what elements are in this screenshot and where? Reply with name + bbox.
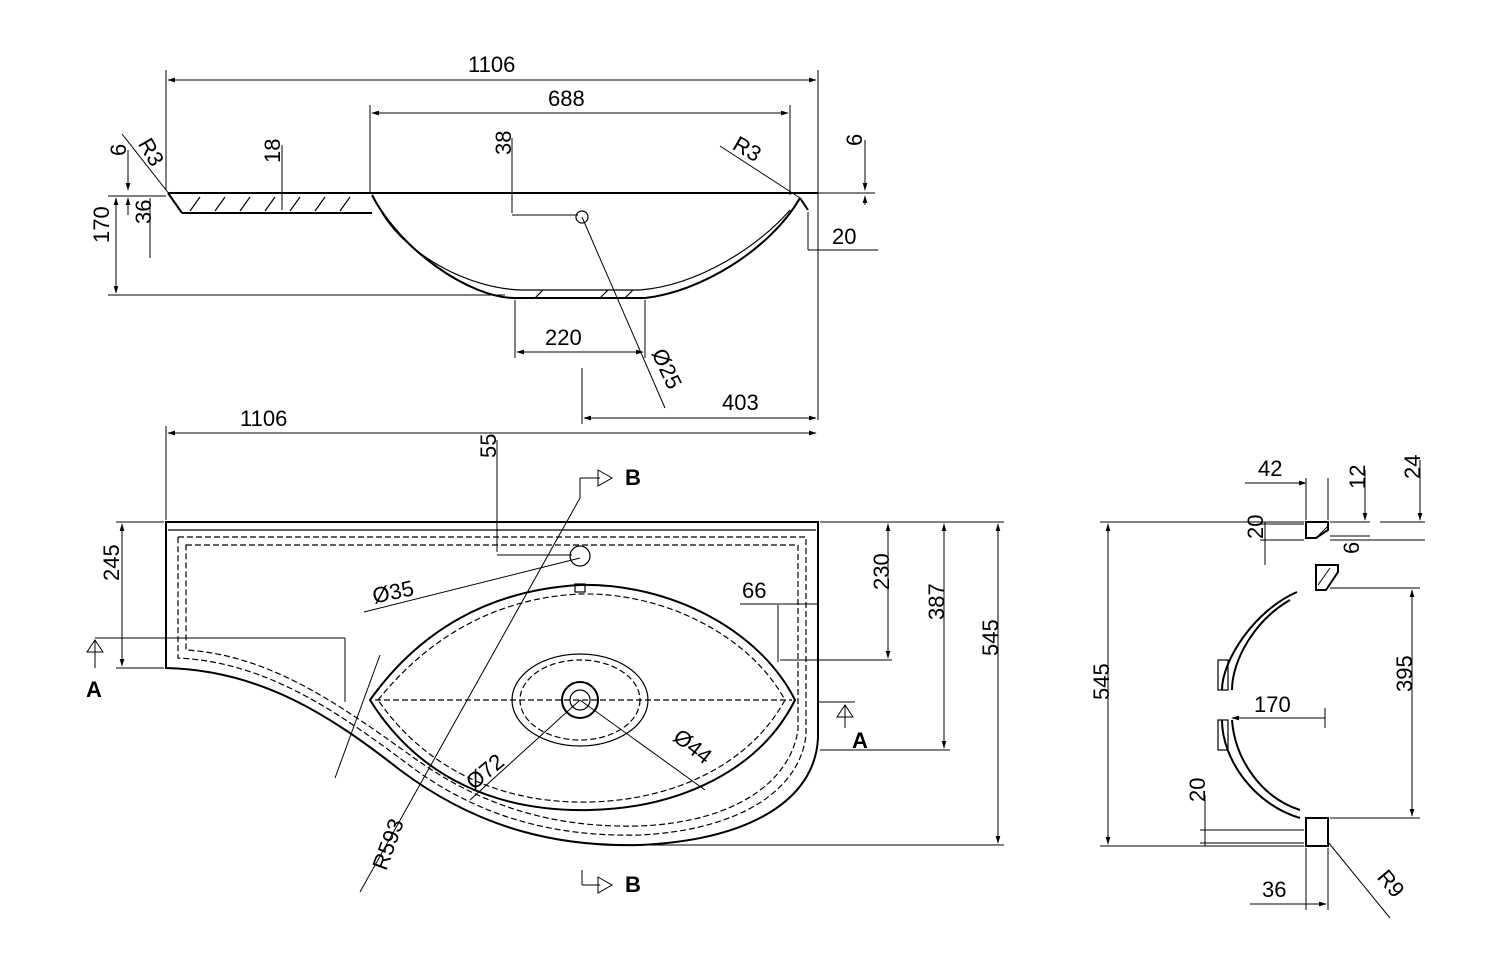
dim-6-right: 6 [842,134,867,146]
dim-545-plan: 545 [978,619,1003,656]
dim-18: 18 [260,139,285,163]
plan-view: 1106 55 B B 245 A A Ø35 [86,406,1004,897]
dim-36: 36 [131,200,156,224]
drain-hole [575,210,589,224]
section-b-top: B [625,465,641,490]
dim-42: 42 [1258,456,1282,481]
dim-387: 387 [924,583,949,620]
dim-170-top: 170 [89,206,114,243]
dim-20-right: 20 [832,224,856,249]
dim-688: 688 [548,86,585,111]
dim-20-bottom: 20 [1185,778,1210,802]
dim-545-section: 545 [1089,663,1114,700]
section-a-right: A [852,728,868,753]
dim-6-section: 6 [1339,542,1364,554]
dim-395: 395 [1392,655,1417,692]
dim-245: 245 [99,544,124,581]
dim-55: 55 [476,434,501,458]
dim-r3-left: R3 [133,134,169,171]
dim-170-section: 170 [1254,692,1291,717]
dim-r9: R9 [1372,865,1409,903]
top-section-view: 1106 688 R3 R3 6 18 38 36 170 [89,52,878,424]
side-section-view: 42 12 24 20 6 545 170 395 [1089,455,1425,919]
dim-6-left: 6 [106,144,131,156]
dim-r3-right: R3 [729,131,766,167]
dim-r593: R593 [367,815,408,873]
dim-220: 220 [545,325,582,350]
section-b-bottom: B [625,872,641,897]
dim-1106-plan: 1106 [240,406,287,431]
dim-38: 38 [491,131,516,155]
section-a-left: A [86,677,102,702]
tap-hole [569,545,591,567]
dim-24: 24 [1400,455,1425,479]
dim-dia44: Ø44 [669,724,717,769]
dim-36-section: 36 [1262,877,1286,902]
dim-12: 12 [1345,465,1370,489]
dim-230: 230 [869,553,894,590]
dim-dia25: Ø25 [647,345,687,393]
dim-dia35: Ø35 [370,575,416,608]
dim-1106-top: 1106 [468,52,515,77]
dim-403: 403 [722,390,759,415]
dim-20-top: 20 [1243,515,1268,539]
deck-hatch [189,196,634,299]
dim-66: 66 [742,578,766,603]
